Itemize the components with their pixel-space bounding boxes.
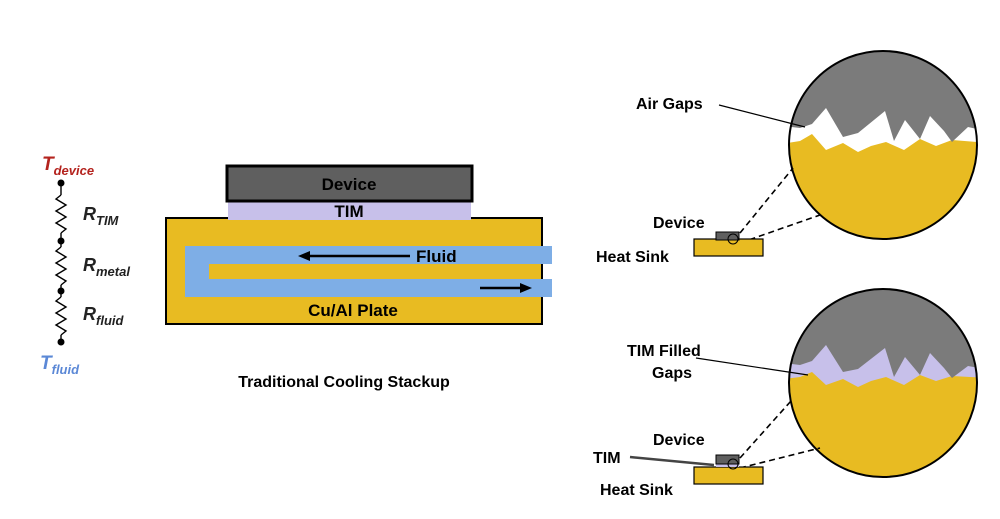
bottom-tim-label: TIM [593, 450, 621, 467]
fluid-channel [185, 246, 552, 297]
device-block [225, 164, 474, 203]
node-dot [57, 179, 65, 187]
flow-arrowhead-right [520, 283, 532, 293]
r-metal-label: Rmetal [83, 255, 130, 279]
plate-label: Cu/Al Plate [308, 301, 398, 320]
zoom-circle [788, 50, 978, 240]
tim-filled-label-line1: TIM Filled [627, 343, 701, 360]
thermal-resistor-network: Tdevice RTIM Rmetal Rfluid Tfluid [40, 154, 130, 377]
zoom-line [739, 447, 821, 469]
heatsink-surface [789, 134, 977, 239]
tim-filled-label-line2: Gaps [652, 365, 692, 382]
stackup-device-label: Device [322, 175, 377, 194]
heatsink-block [693, 466, 764, 485]
zoom-marker [727, 233, 739, 245]
node-dot [57, 237, 65, 245]
callout-line [695, 357, 809, 376]
callout-line [718, 104, 806, 128]
bottom-heatsink-label: Heat Sink [600, 482, 673, 499]
air-gaps-label: Air Gaps [636, 96, 703, 113]
zoom-line [739, 167, 794, 234]
tim-layer [228, 201, 471, 220]
resistor-chain [54, 183, 68, 342]
r-tim-label: RTIM [83, 204, 120, 228]
zoom-circle [788, 288, 978, 478]
tim-filled-detail: TIM Filled Gaps Device TIM Heat Sink [593, 288, 978, 499]
zoom-line [739, 400, 792, 459]
cooling-stackup: Device TIM Fluid Cu/Al Plate Traditional… [165, 164, 552, 391]
node-dot [57, 338, 65, 346]
flow-arrowhead-left [298, 251, 310, 261]
top-device-label: Device [653, 215, 705, 232]
fluid-label: Fluid [416, 247, 457, 266]
cu-al-plate [165, 217, 543, 325]
zoom-line [739, 214, 821, 244]
t-device-label: Tdevice [42, 154, 94, 178]
node-dot [57, 287, 65, 295]
air-gaps-detail: Air Gaps Device Heat Sink [596, 50, 978, 266]
bottom-device-label: Device [653, 432, 705, 449]
top-heatsink-label: Heat Sink [596, 249, 669, 266]
stackup-caption: Traditional Cooling Stackup [238, 374, 450, 391]
tim-strip [716, 464, 739, 467]
stackup-tim-label: TIM [334, 202, 363, 221]
heatsink-surface [789, 372, 977, 477]
r-fluid-label: Rfluid [83, 304, 124, 328]
device-chip [715, 231, 740, 241]
tim-pointer-line [629, 455, 715, 467]
zoom-marker [727, 458, 739, 470]
t-fluid-label: Tfluid [40, 353, 80, 377]
